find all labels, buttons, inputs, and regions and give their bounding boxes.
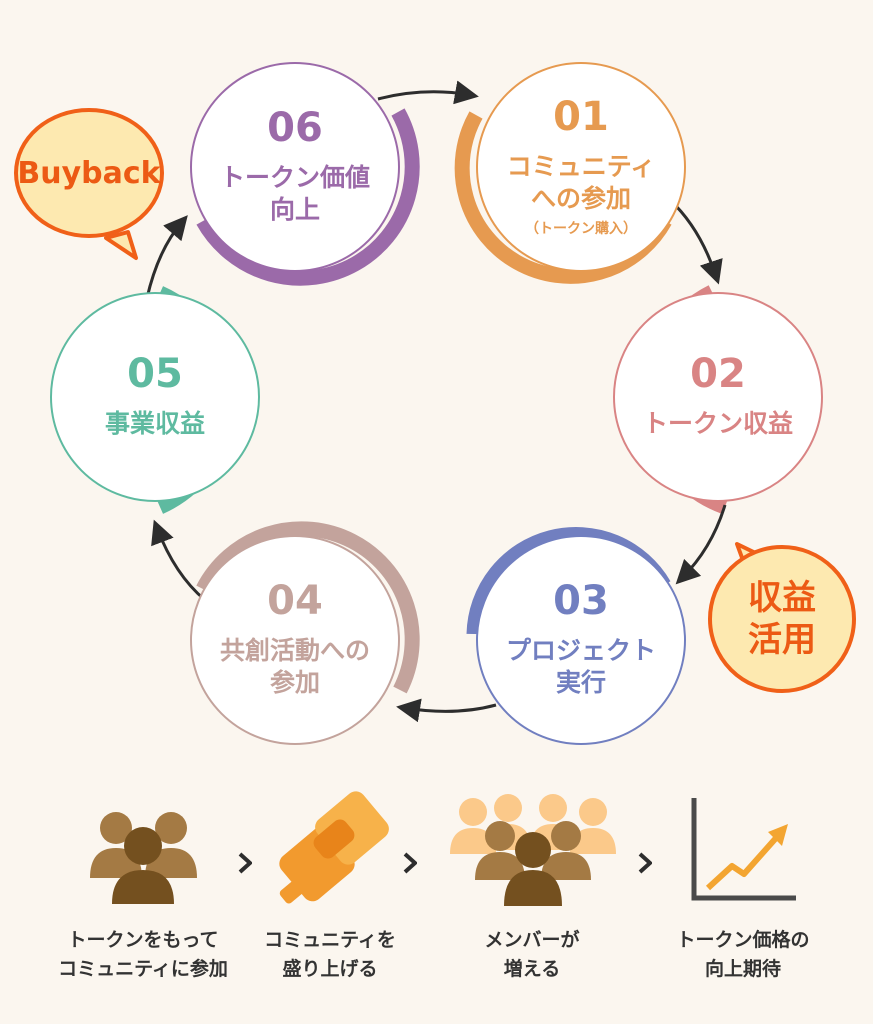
arrow-02-to-03 [675, 504, 727, 585]
arrow-04-to-05 [151, 519, 206, 602]
node-number: 01 [553, 93, 609, 140]
node-label: トークン価値 向上 [219, 162, 370, 225]
node-number: 04 [267, 577, 323, 624]
chevron-right-icon [403, 852, 417, 874]
step-label-4: トークン価格の 向上期待 [676, 929, 810, 981]
cycle-node-01: 01 コミュニティ への参加 （トークン購入） [476, 62, 686, 272]
chevron-right-icon [638, 852, 652, 874]
cycle-node-04: 04 共創活動への 参加 [190, 535, 400, 745]
step-label-2: コミュニティを 盛り上げる [264, 929, 396, 981]
revenue-use-text: 収益 活用 [748, 577, 816, 661]
buyback-callout: Buyback [14, 108, 164, 238]
cycle-node-02: 02 トークン収益 [613, 292, 823, 502]
node-label: プロジェクト 実行 [505, 635, 656, 698]
node-label: トークン収益 [642, 408, 793, 438]
node-number: 02 [690, 350, 746, 397]
process-steps: トークンをもって コミュニティに参加 コミュニティを 盛り上げる メンバーが 増… [0, 780, 873, 1024]
cycle-node-05: 05 事業収益 [50, 292, 260, 502]
people-group-icon [90, 812, 197, 904]
step-label-1: トークンをもって コミュニティに参加 [58, 929, 228, 981]
node-number: 03 [553, 577, 609, 624]
arrow-05-to-06 [145, 215, 188, 299]
crowd-icon [450, 794, 616, 906]
revenue-use-callout: 収益 活用 [708, 545, 856, 693]
node-label: コミュニティ への参加 [506, 151, 656, 214]
ring-arc-04 [196, 521, 420, 694]
arrow-01-to-02 [668, 198, 723, 285]
node-number: 06 [267, 104, 323, 151]
ring-arc-06 [196, 108, 420, 286]
cycle-node-06: 06 トークン価値 向上 [190, 62, 400, 272]
chevron-right-icon [238, 852, 252, 874]
step-label-3: メンバーが 増える [484, 929, 580, 981]
cycle-node-03: 03 プロジェクト 実行 [476, 535, 686, 745]
arrow-03-to-04 [396, 698, 497, 723]
node-label: 共創活動への 参加 [219, 635, 370, 698]
rising-chart-icon [691, 798, 796, 901]
buyback-tail [104, 230, 138, 260]
arrow-06-to-01 [377, 80, 479, 105]
fist-bump-icon [279, 791, 389, 904]
node-sublabel: （トークン購入） [525, 220, 637, 237]
node-label: 事業収益 [104, 408, 205, 438]
node-number: 05 [127, 350, 183, 397]
buyback-text: Buyback [17, 155, 161, 191]
